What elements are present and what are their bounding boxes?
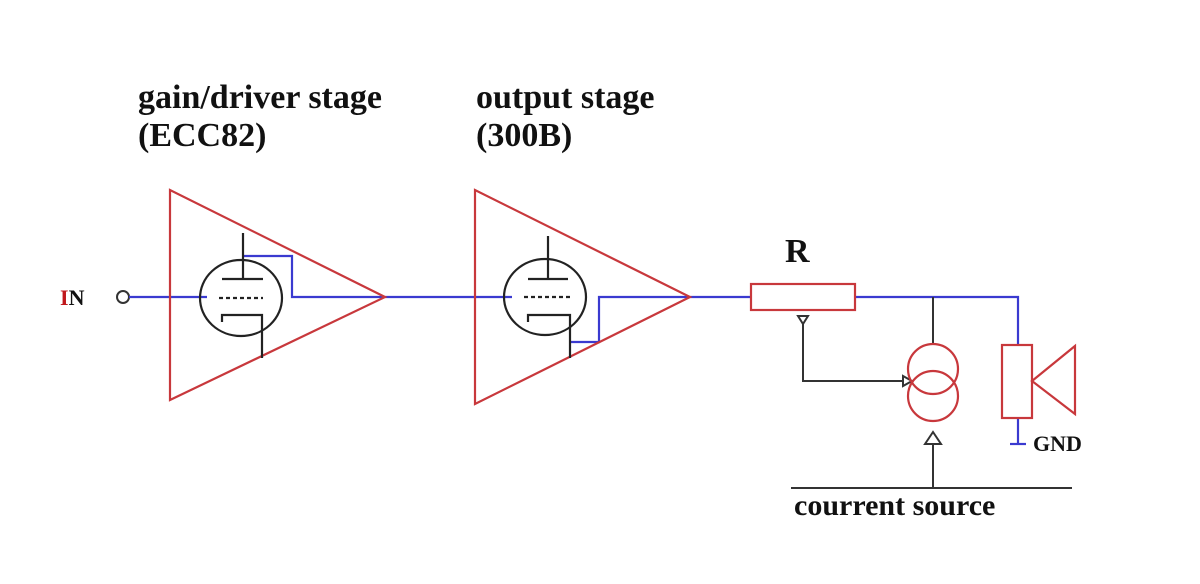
input-label: IN: [60, 285, 85, 310]
wiper-control-path: [791, 297, 1072, 489]
stage2-vacuum-tube-icon: [502, 236, 588, 358]
tube2-envelope: [502, 257, 588, 337]
wiper-wire: [802, 324, 905, 382]
resistor-icon: [749, 282, 857, 312]
input-label-rest: N: [69, 285, 85, 310]
wire-cathode2-to-output2: [570, 295, 690, 344]
control-arrow-icon: [902, 374, 915, 388]
stage1-amplifier-triangle-icon: [168, 188, 388, 402]
speaker-cone: [1030, 343, 1077, 417]
tube2-cathode: [526, 313, 572, 358]
speaker-icon: [1000, 343, 1077, 420]
wiper-arrow-icon: [796, 315, 810, 326]
stage2-title: output stage: [476, 79, 655, 116]
resistor-label: R: [785, 233, 810, 270]
current-source-lower-circle: [906, 369, 960, 423]
current-source-icon: [906, 342, 960, 423]
wire-resistor-to-speaker: [855, 295, 1020, 345]
ground-label: GND: [1033, 431, 1082, 456]
tube1-cathode: [220, 313, 264, 358]
stage2-tube-label: (300B): [476, 117, 572, 154]
wire-plate1-to-output1: [243, 254, 385, 299]
stage1-vacuum-tube-icon: [198, 233, 284, 358]
tube1-envelope: [198, 258, 284, 338]
stage1-tube-label: (ECC82): [138, 117, 266, 154]
current-source-input-arrow-icon: [923, 430, 943, 445]
current-source-upper-circle: [906, 342, 960, 396]
input-terminal-icon[interactable]: [116, 290, 130, 304]
stage2-amplifier-triangle-icon: [473, 188, 693, 406]
input-label-first-letter: I: [60, 285, 69, 310]
current-source-label: courrent source: [794, 489, 995, 522]
speaker-magnet: [1000, 343, 1034, 420]
stage1-title: gain/driver stage: [138, 79, 382, 116]
